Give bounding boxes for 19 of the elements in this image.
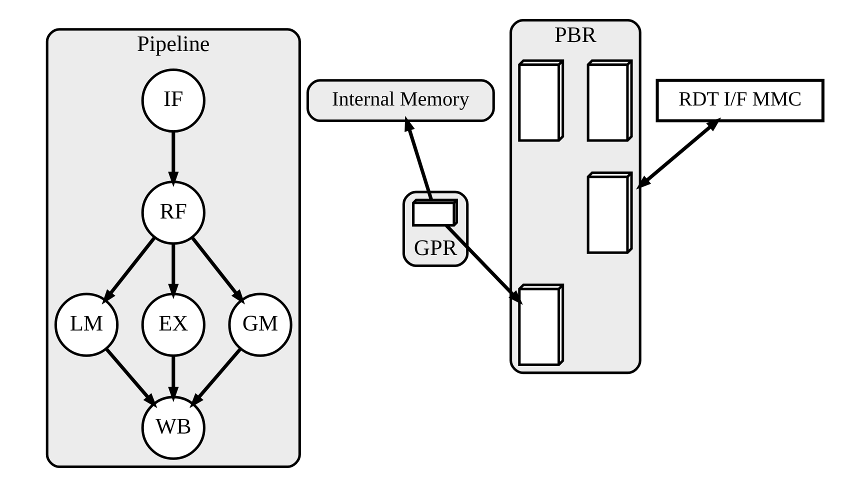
arrow (101, 236, 156, 304)
arrow (636, 118, 721, 190)
cluster: GPR (402, 190, 468, 267)
arrow (104, 348, 157, 408)
node-circle: GM (228, 292, 292, 357)
arrow (168, 356, 178, 402)
node-circle: IF (140, 68, 205, 133)
arrow (404, 116, 433, 200)
node-box: RDT I/F MMC (655, 78, 824, 122)
node-circle: EX (140, 292, 205, 357)
node-box: Internal Memory (306, 79, 494, 122)
arrow (190, 236, 244, 304)
arrow (168, 132, 178, 187)
arrow (189, 348, 242, 408)
arrow (168, 244, 178, 300)
node-circle: RF (140, 180, 205, 245)
node-circle: LM (54, 292, 118, 357)
node-circle: WB (140, 396, 205, 460)
arrow (444, 224, 522, 305)
